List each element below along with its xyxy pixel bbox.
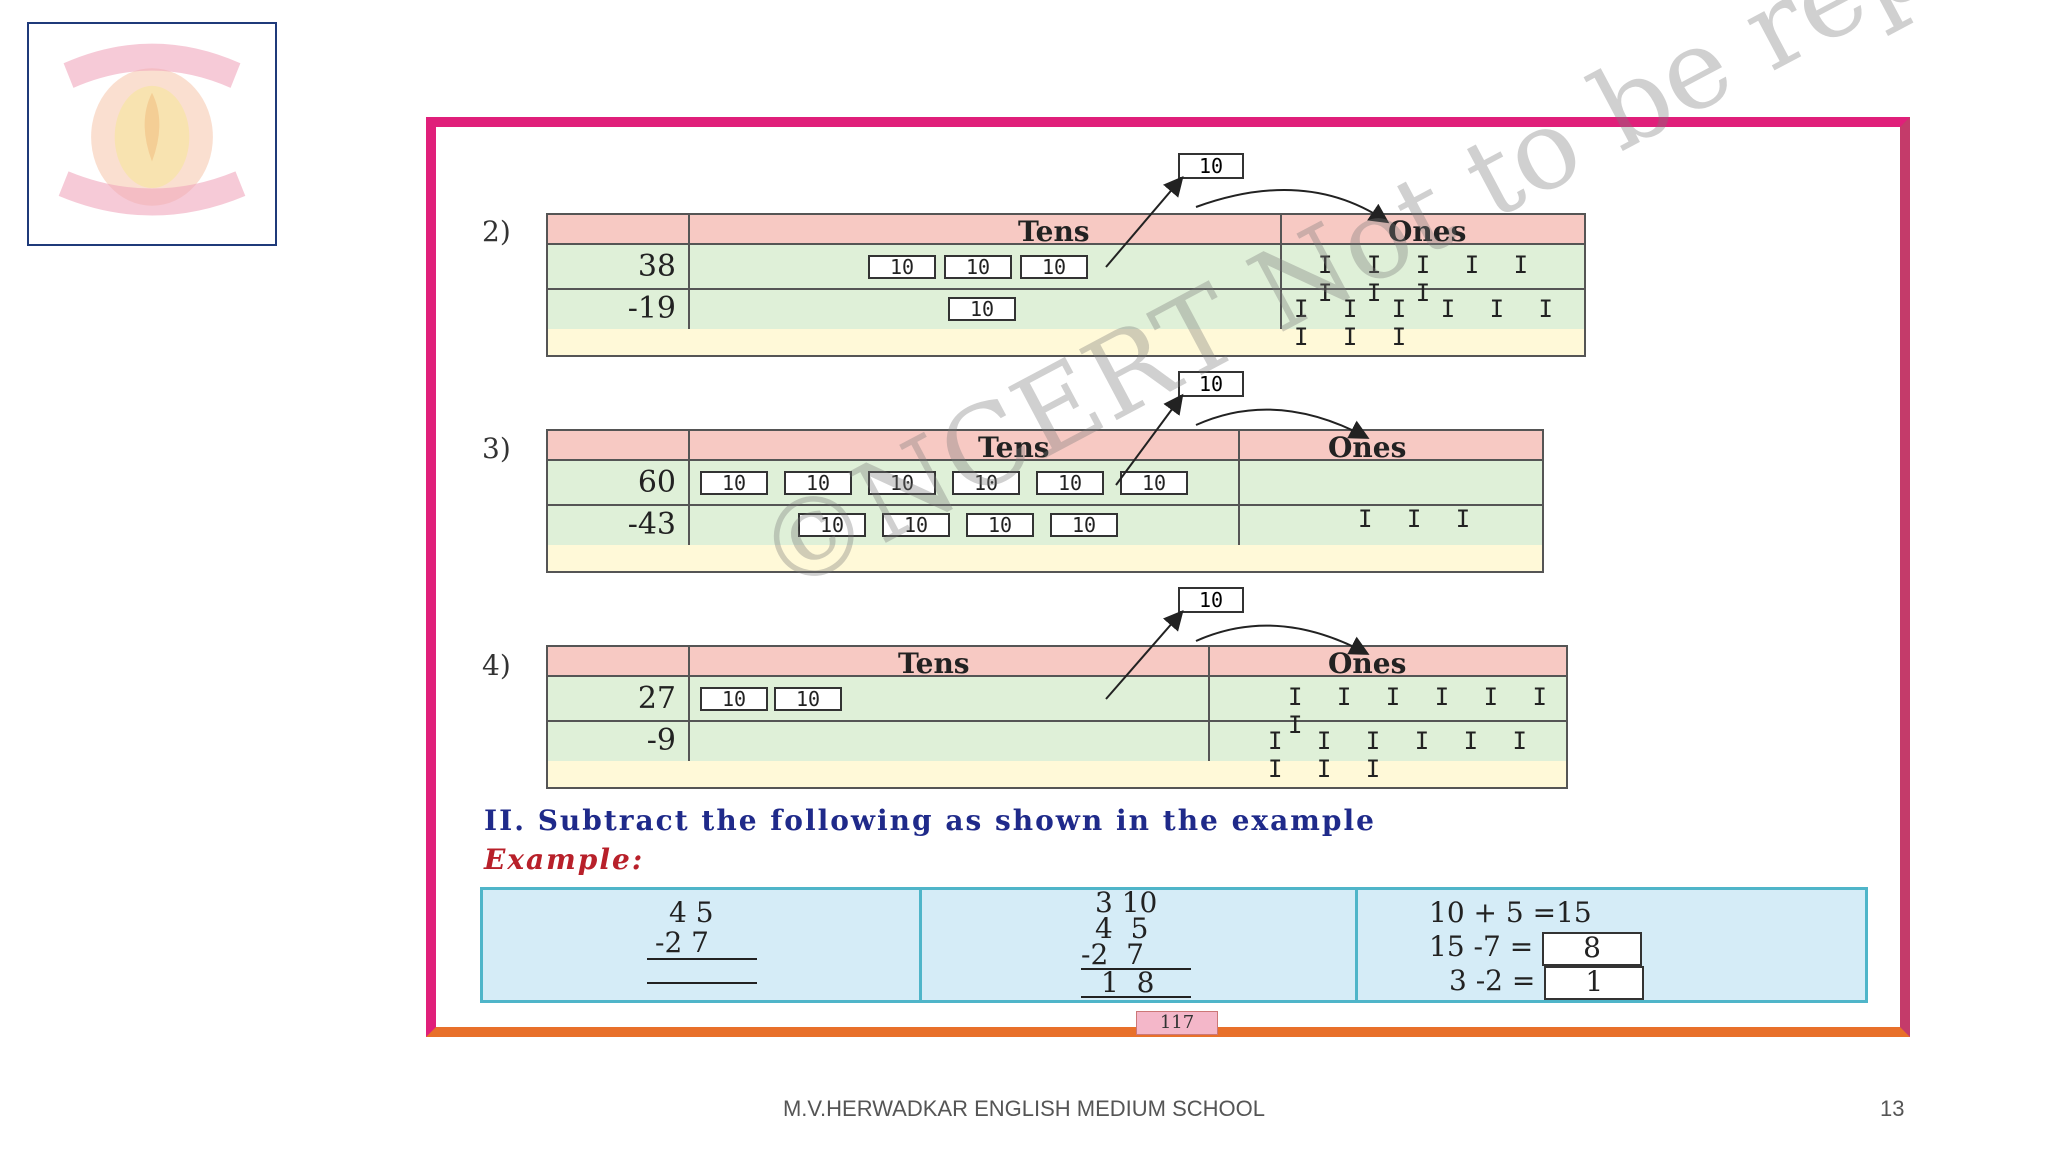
ten-block: 10 bbox=[700, 687, 768, 711]
ten-block: 10 bbox=[948, 297, 1016, 321]
school-logo bbox=[27, 22, 277, 246]
ten-block: 10 bbox=[1120, 471, 1188, 495]
carry-ten-box: 10 bbox=[1178, 587, 1244, 613]
ten-block: 10 bbox=[868, 471, 936, 495]
textbook-page-number: 117 bbox=[1136, 1011, 1218, 1035]
footer-school-name: M.V.HERWADKAR ENGLISH MEDIUM SCHOOL bbox=[782, 1096, 1266, 1121]
problem-label: 3) bbox=[482, 432, 511, 465]
example-bottom: -2 7 bbox=[655, 926, 709, 959]
example-step: 10 + 5 =15 bbox=[1429, 896, 1592, 929]
problem-label: 4) bbox=[482, 649, 511, 682]
ten-block: 10 bbox=[1036, 471, 1104, 495]
ones-tally: I I I bbox=[1358, 505, 1481, 533]
carry-ten-box: 10 bbox=[1178, 371, 1244, 397]
ten-block: 10 bbox=[868, 255, 936, 279]
place-value-table: Tens Ones 27 -9 10 10 I I I I I I I I I … bbox=[546, 645, 1568, 789]
example-result: 1 8 bbox=[1101, 966, 1155, 999]
tens-header: Tens bbox=[1018, 215, 1090, 248]
section-heading: II. Subtract the following as shown in t… bbox=[484, 804, 1376, 837]
subtrahend: -19 bbox=[627, 291, 676, 326]
example-label: Example: bbox=[484, 843, 645, 876]
ten-block: 10 bbox=[952, 471, 1020, 495]
ten-block: 10 bbox=[784, 471, 852, 495]
example-top: 4 5 bbox=[1095, 912, 1149, 945]
minuend: 60 bbox=[637, 465, 676, 500]
ones-header: Ones bbox=[1328, 431, 1407, 464]
ten-block: 10 bbox=[966, 513, 1034, 537]
ones-tally: I I I I I I I I I bbox=[1268, 727, 1537, 783]
answer-box: 1 bbox=[1544, 965, 1645, 1000]
ten-block: 10 bbox=[798, 513, 866, 537]
example-step: 3 -2 = 1 bbox=[1449, 964, 1645, 1000]
ten-block: 10 bbox=[944, 255, 1012, 279]
ones-header: Ones bbox=[1388, 215, 1467, 248]
example-top: 4 5 bbox=[669, 896, 714, 929]
tens-header: Tens bbox=[978, 431, 1050, 464]
problem-label: 2) bbox=[482, 215, 511, 248]
place-value-table: Tens Ones 60 -43 10 10 10 10 10 10 10 10… bbox=[546, 429, 1544, 573]
ten-block: 10 bbox=[1050, 513, 1118, 537]
carry-ten-box: 10 bbox=[1178, 153, 1244, 179]
ones-tally: I I I I I I I I I bbox=[1294, 295, 1563, 351]
ones-tally: I I I I I I I bbox=[1288, 683, 1557, 739]
example-carry: 3 10 bbox=[1095, 886, 1158, 919]
slide-number: 13 bbox=[1880, 1096, 1905, 1121]
subtrahend: -9 bbox=[646, 723, 676, 758]
school-emblem-icon bbox=[58, 43, 246, 216]
minuend: 38 bbox=[637, 249, 676, 284]
answer-box: 8 bbox=[1542, 931, 1643, 966]
example-bottom: -2 7 bbox=[1081, 938, 1144, 971]
ten-block: 10 bbox=[774, 687, 842, 711]
ten-block: 10 bbox=[700, 471, 768, 495]
subtrahend: -43 bbox=[627, 507, 676, 542]
minuend: 27 bbox=[637, 681, 676, 716]
ten-block: 10 bbox=[882, 513, 950, 537]
example-table: 4 5 -2 7 3 10 4 5 -2 7 1 8 10 + 5 =15 15… bbox=[480, 886, 1868, 1003]
textbook-page: 2) 10 Tens Ones 38 -19 10 10 10 10 I I I… bbox=[426, 0, 2048, 1037]
example-step: 15 -7 = 8 bbox=[1429, 930, 1643, 966]
place-value-table: Tens Ones 38 -19 10 10 10 10 I I I I I I… bbox=[546, 213, 1586, 357]
ten-block: 10 bbox=[1020, 255, 1088, 279]
tens-header: Tens bbox=[898, 647, 970, 680]
ones-tally: I I I I I I I I bbox=[1318, 251, 1539, 307]
ones-header: Ones bbox=[1328, 647, 1407, 680]
